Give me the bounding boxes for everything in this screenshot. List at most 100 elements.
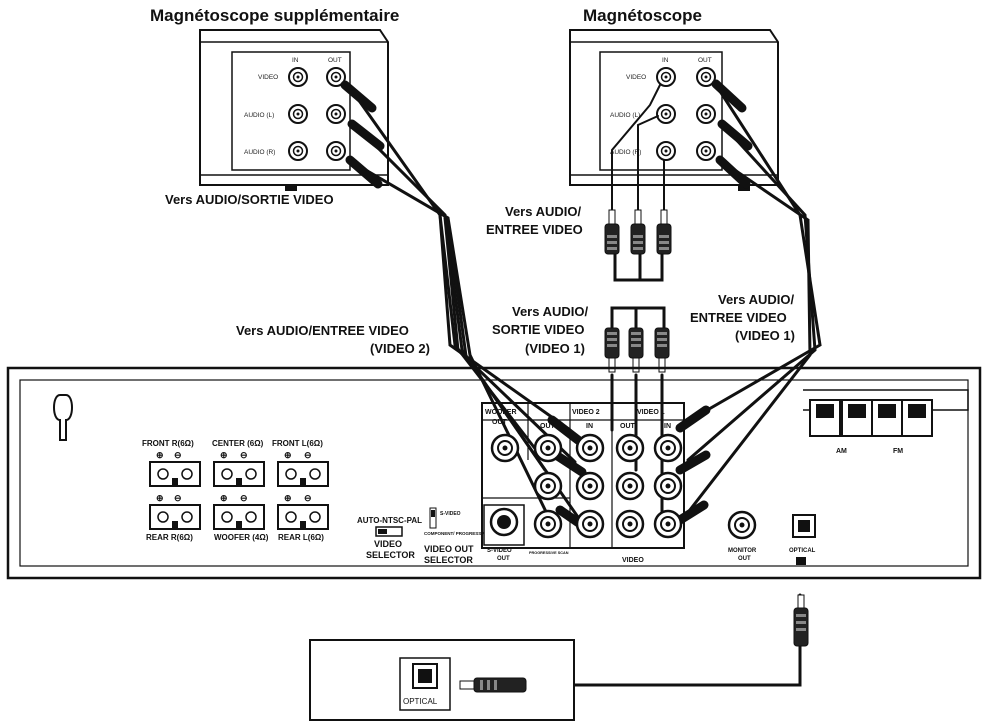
- vcr-extra-video-in-jack: [288, 67, 308, 87]
- external-optical-label: OPTICAL: [403, 697, 438, 706]
- svg-text:⊖: ⊖: [240, 450, 248, 460]
- vcr-title: Magnétoscope: [583, 6, 702, 25]
- svg-text:⊕: ⊕: [156, 450, 164, 460]
- auto-ntsc-pal-label: AUTO-NTSC-PAL: [357, 516, 422, 525]
- vcr-input-plugs: [604, 209, 672, 255]
- video1-out-audio-l-jack: [615, 433, 645, 463]
- vcr-extra-in-label: IN: [292, 57, 299, 64]
- woofer-out-l2: OUT: [492, 419, 508, 426]
- power-cord-icon: [53, 394, 73, 441]
- woofer-out-l1: WOOFER: [485, 409, 517, 416]
- vcr-extra-audio-l-label: AUDIO (L): [244, 112, 274, 119]
- vcr-audio-l-in-jack: [656, 104, 676, 124]
- video2-in-label: IN: [586, 423, 593, 430]
- svg-text:⊕: ⊕: [284, 493, 292, 503]
- video2-out-audio-l-jack: [533, 433, 563, 463]
- rear-l-label: REAR L(6Ω): [278, 533, 324, 542]
- video1-in-audio-r-jack: [653, 471, 683, 501]
- fm-label: FM: [893, 448, 903, 455]
- vcr-audio-l-out-jack: [696, 104, 716, 124]
- video-selector-l2: SELECTOR: [366, 550, 415, 560]
- svg-text:⊖: ⊖: [174, 493, 182, 503]
- video-selector-l1: VIDEO: [374, 539, 402, 549]
- video-out-selector-switch: [429, 507, 437, 529]
- video2-out-audio-r-jack: [533, 471, 563, 501]
- video-group-label: VIDEO: [622, 557, 644, 564]
- av-jack-block: WOOFER OUT VIDEO 2 VIDEO 1 OUT IN OUT IN: [481, 402, 685, 564]
- vcr-extra: IN OUT VIDEO AUDIO (L) AUDIO (R): [199, 29, 389, 191]
- vcr-extra-audio-r-in-jack: [288, 141, 308, 161]
- progressive-scan-label: PROGRESSIVE SCAN: [529, 551, 569, 555]
- svg-text:⊖: ⊖: [304, 450, 312, 460]
- label-to-audio-video-in-v2-1: Vers AUDIO/ENTREE VIDEO: [236, 323, 409, 338]
- vcr-audio-l-label: AUDIO (L): [610, 112, 640, 119]
- svg-text:⊕: ⊕: [156, 493, 164, 503]
- front-r-label: FRONT R(6Ω): [142, 439, 194, 448]
- optical-plug-receiver: [793, 594, 809, 647]
- video1-in-video-jack: [653, 509, 683, 539]
- svg-text:⊖: ⊖: [240, 493, 248, 503]
- label-to-audio-video-in-mid-2: ENTREE VIDEO: [486, 222, 583, 237]
- vcr-audio-r-label: AUDIO (R): [610, 149, 641, 156]
- video1-label: VIDEO 1: [637, 409, 665, 416]
- video2-in-audio-r-jack: [575, 471, 605, 501]
- label-to-audio-video-in-v1-2: ENTREE VIDEO: [690, 310, 787, 325]
- woofer-out-jack: [490, 433, 520, 463]
- video1-in-audio-l-jack: [653, 433, 683, 463]
- vcr-extra-out-label: OUT: [328, 57, 342, 64]
- svg-text:⊖: ⊖: [304, 493, 312, 503]
- vcr-extra-video-label: VIDEO: [258, 74, 278, 81]
- s-video-out-l1: S-VIDEO: [487, 548, 512, 554]
- component-switch-label: COMPONENT/ PROGRESSIVE SCAN: [424, 531, 503, 536]
- vcr: IN OUT VIDEO AUDIO (L) AUDIO (R): [569, 29, 779, 191]
- woofer-label: WOOFER (4Ω): [214, 533, 269, 542]
- s-video-out-l2: OUT: [497, 556, 510, 562]
- video1-out-audio-r-jack: [615, 471, 645, 501]
- svg-text:⊖: ⊖: [174, 450, 182, 460]
- monitor-out-l1: MONITOR: [728, 548, 757, 554]
- label-to-audio-video-in-v1-1: Vers AUDIO/: [718, 292, 794, 307]
- svg-text:⊕: ⊕: [220, 493, 228, 503]
- label-to-audio-video-in-v2-2: (VIDEO 2): [370, 341, 430, 356]
- speaker-terminals: FRONT R(6Ω) CENTER (6Ω) FRONT L(6Ω) ⊕ ⊖ ⊕…: [142, 439, 329, 542]
- receiver: FRONT R(6Ω) CENTER (6Ω) FRONT L(6Ω) ⊕ ⊖ ⊕…: [6, 366, 982, 580]
- antenna-terminals: AM FM: [803, 389, 969, 455]
- video2-out-label: OUT: [540, 423, 556, 430]
- front-l-label: FRONT L(6Ω): [272, 439, 323, 448]
- video2-in-audio-l-jack: [575, 433, 605, 463]
- label-to-audio-video-out-top: Vers AUDIO/SORTIE VIDEO: [165, 192, 334, 207]
- vcr-out-label: OUT: [698, 57, 712, 64]
- vcr-video-in-jack: [656, 67, 676, 87]
- video1-out-video-jack: [615, 509, 645, 539]
- vcr-extra-audio-l-out-jack: [326, 104, 346, 124]
- label-to-audio-video-in-v1-3: (VIDEO 1): [735, 328, 795, 343]
- vcr-extra-title: Magnétoscope supplémentaire: [150, 6, 399, 25]
- video-out-selector-l1: VIDEO OUT: [424, 544, 474, 554]
- rear-r-label: REAR R(6Ω): [146, 533, 193, 542]
- video2-label: VIDEO 2: [572, 409, 600, 416]
- center-label: CENTER (6Ω): [212, 439, 264, 448]
- am-label: AM: [836, 448, 847, 455]
- svg-text:⊕: ⊕: [220, 450, 228, 460]
- optical-receiver-label: OPTICAL: [789, 548, 816, 554]
- monitor-out-l2: OUT: [738, 556, 751, 562]
- vcr-extra-audio-r-label: AUDIO (R): [244, 149, 275, 156]
- label-to-audio-video-out-v1-2: SORTIE VIDEO: [492, 322, 584, 337]
- video-out-selector-l2: SELECTOR: [424, 555, 473, 565]
- external-device: OPTICAL: [309, 639, 575, 721]
- vcr-in-label: IN: [662, 57, 669, 64]
- vcr-audio-r-out-jack: [696, 141, 716, 161]
- label-to-audio-video-in-mid-1: Vers AUDIO/: [505, 204, 581, 219]
- vcr-audio-r-in-jack: [656, 141, 676, 161]
- s-video-switch-label: S-VIDEO: [440, 511, 461, 517]
- vcr-extra-audio-l-in-jack: [288, 104, 308, 124]
- video-selector-switch: [375, 526, 403, 537]
- label-to-audio-video-out-v1-1: Vers AUDIO/: [512, 304, 588, 319]
- label-to-audio-video-out-v1-3: (VIDEO 1): [525, 341, 585, 356]
- vcr-video-label: VIDEO: [626, 74, 646, 81]
- vcr-extra-audio-r-out-jack: [326, 141, 346, 161]
- receiver-video1-out-plugs: [604, 327, 670, 373]
- monitor-out-jack: [727, 510, 757, 540]
- svg-text:⊕: ⊕: [284, 450, 292, 460]
